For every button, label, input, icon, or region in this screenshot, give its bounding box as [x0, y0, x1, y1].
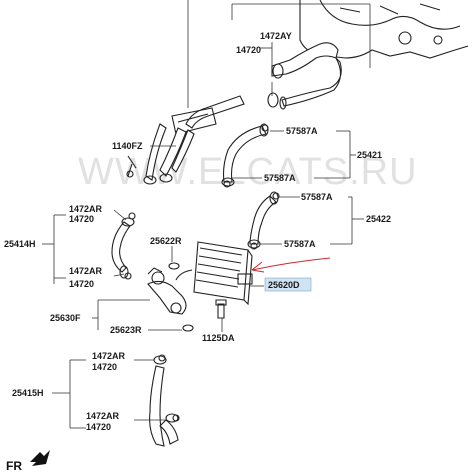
label-25620D: 25620D: [268, 280, 300, 290]
label-1140FZ: 1140FZ: [112, 141, 143, 151]
hose-25414H: [111, 217, 135, 279]
label-25421: 25421: [357, 150, 382, 160]
label-1125DA: 1125DA: [202, 333, 235, 343]
label-14720-1: 14720: [69, 214, 94, 224]
clamps: [124, 124, 280, 422]
upper-hose: [267, 42, 342, 110]
label-25415H: 25415H: [12, 388, 44, 398]
label-57587A-1: 57587A: [286, 126, 318, 136]
o-ring: [168, 262, 180, 270]
hose-25415H: [149, 355, 179, 447]
label-25630F: 25630F: [50, 313, 81, 323]
label-57587A-4: 57587A: [284, 239, 316, 249]
label-25623R: 25623R: [110, 325, 142, 335]
leader-lines: [42, 3, 371, 429]
label-1472AR-3: 1472AR: [92, 351, 126, 361]
watermark: WWW.ELCATS.RU: [78, 151, 418, 193]
label-14720-4: 14720: [86, 422, 111, 432]
label-25622R: 25622R: [150, 236, 182, 246]
direction-arrow-icon: [30, 450, 50, 466]
tube-bracket-assembly: [126, 95, 245, 185]
label-57587A-3: 57587A: [301, 192, 333, 202]
label-14720-top: 14720: [236, 45, 261, 55]
label-14720-2: 14720: [69, 279, 94, 289]
label-1472AR-1: 1472AR: [69, 204, 103, 214]
hose-25422: [247, 191, 279, 249]
label-14720-3: 14720: [92, 362, 117, 372]
label-57587A-2: 57587A: [264, 173, 296, 183]
oil-cooler: [175, 241, 253, 306]
label-1472AR-2: 1472AR: [69, 266, 103, 276]
pointer-arrow: [251, 257, 331, 273]
bolt-1125DA: [215, 299, 227, 319]
label-1472AR-4: 1472AR: [86, 411, 120, 421]
label-1472AY: 1472AY: [260, 31, 292, 41]
fitting-25630F: [147, 267, 187, 315]
hose-25421: [221, 123, 269, 187]
direction-label: FR: [6, 459, 22, 472]
label-25422: 25422: [366, 214, 391, 224]
engine-block: [299, 0, 468, 59]
highlight-box: [264, 277, 312, 292]
label-25414H: 25414H: [4, 239, 36, 249]
